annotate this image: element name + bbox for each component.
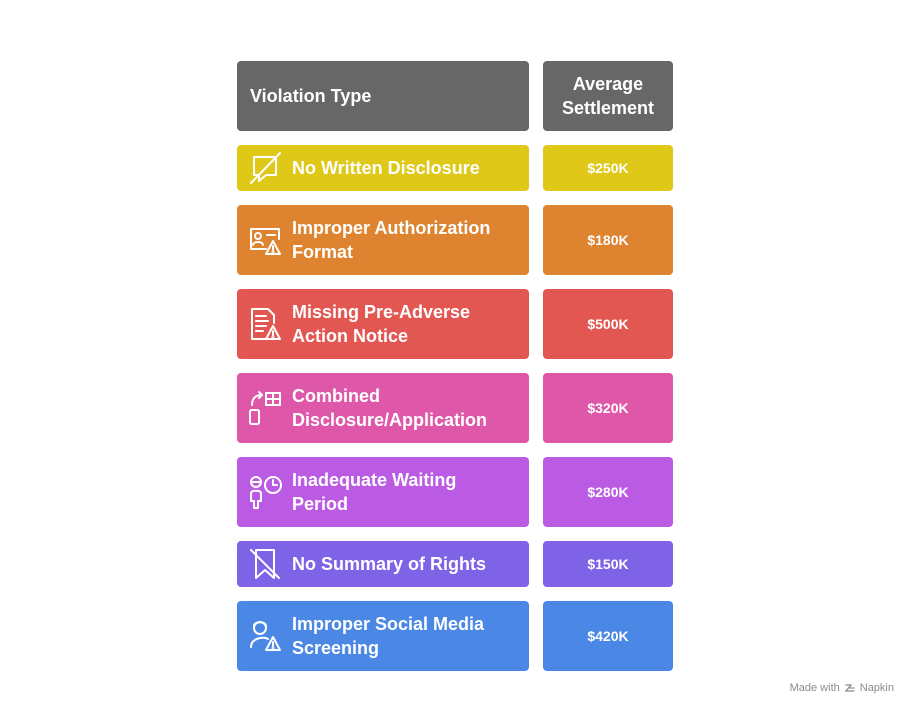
id-card-warning-icon: [246, 221, 284, 259]
made-with-label: Made with: [789, 682, 840, 694]
violation-label-line2: Disclosure/Application: [292, 410, 488, 430]
settlement-value: $500K: [587, 316, 629, 332]
table-row: No Summary of Rights $150K: [237, 541, 673, 587]
crossed-bookmark-icon: [246, 545, 284, 583]
header-violation-type: Violation Type: [237, 61, 529, 131]
violation-label-line1: Inadequate Waiting: [292, 470, 457, 490]
settlement-cell: $500K: [543, 289, 673, 359]
violation-label-line1: No Summary of Rights: [292, 554, 487, 574]
violation-cell: No Written Disclosure: [237, 145, 529, 191]
violation-cell: Combined Disclosure/Application: [237, 373, 529, 443]
violation-label-line2: Screening: [292, 638, 380, 658]
violation-cell: Improper Social Media Screening: [237, 601, 529, 671]
violation-label-line2: Format: [292, 242, 354, 262]
settlement-cell: $320K: [543, 373, 673, 443]
header-average-line2: Settlement: [561, 98, 655, 118]
header-average-line1: Average: [572, 74, 644, 94]
table-row: Inadequate Waiting Period $280K: [237, 457, 673, 527]
settlement-cell: $150K: [543, 541, 673, 587]
settlement-value: $150K: [587, 556, 629, 572]
violation-cell: Inadequate Waiting Period: [237, 457, 529, 527]
settlement-cell: $280K: [543, 457, 673, 527]
violation-label-line1: Missing Pre-Adverse: [292, 302, 471, 322]
made-with-napkin[interactable]: Made with Napkin: [790, 682, 894, 694]
header-violation-type-label: Violation Type: [250, 85, 372, 106]
settlement-value: $180K: [587, 232, 629, 248]
settlement-value: $250K: [587, 160, 629, 176]
table-row: Combined Disclosure/Application $320K: [237, 373, 673, 443]
table-row: No Written Disclosure $250K: [237, 145, 673, 191]
settlement-cell: $180K: [543, 205, 673, 275]
settlement-cell: $420K: [543, 601, 673, 671]
phone-form-icon: [246, 389, 284, 427]
crossed-document-icon: [246, 149, 284, 187]
table-header: Violation Type Average Settlement: [237, 61, 673, 131]
settlement-value: $320K: [587, 400, 629, 416]
header-average-settlement: Average Settlement: [543, 61, 673, 131]
settlement-value: $280K: [587, 484, 629, 500]
table-row: Improper Social Media Screening $420K: [237, 601, 673, 671]
violations-table: Violation Type Average Settlement No Wri…: [237, 61, 673, 671]
violation-label-line2: Period: [292, 494, 349, 514]
table-row: Missing Pre-Adverse Action Notice $500K: [237, 289, 673, 359]
person-clock-icon: [246, 473, 284, 511]
table-row: Improper Authorization Format $180K: [237, 205, 673, 275]
settlement-cell: $250K: [543, 145, 673, 191]
violation-label-line1: Combined: [292, 386, 380, 406]
violation-label-line2: Action Notice: [292, 326, 409, 346]
violation-label-line1: Improper Authorization: [292, 218, 491, 238]
violation-label-line1: No Written Disclosure: [292, 158, 480, 178]
napkin-logo-icon: [844, 682, 856, 694]
napkin-brand: Napkin: [859, 682, 894, 694]
violation-cell: Improper Authorization Format: [237, 205, 529, 275]
document-warning-icon: [246, 305, 284, 343]
violation-cell: Missing Pre-Adverse Action Notice: [237, 289, 529, 359]
user-warning-icon: [246, 617, 284, 655]
settlement-value: $420K: [587, 628, 629, 644]
violation-label-line1: Improper Social Media: [292, 614, 485, 634]
violation-cell: No Summary of Rights: [237, 541, 529, 587]
